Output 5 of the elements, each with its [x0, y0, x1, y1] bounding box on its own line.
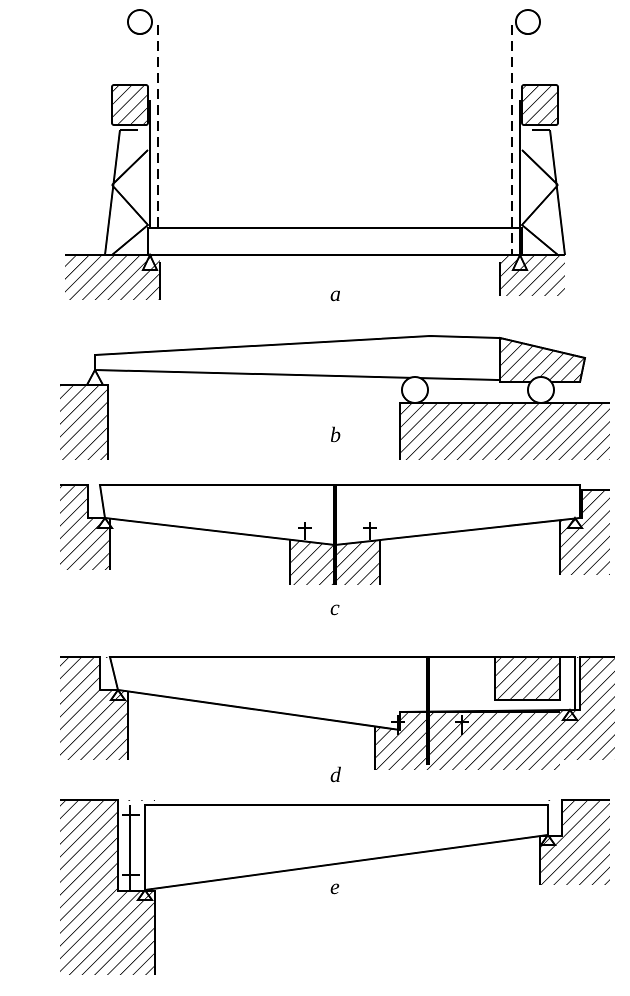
figure-letter: b	[330, 424, 341, 446]
figure-letter: e	[330, 876, 340, 898]
figure-letter: c	[330, 597, 340, 619]
figure-letter: a	[330, 283, 341, 305]
figure-letter: d	[330, 764, 341, 786]
